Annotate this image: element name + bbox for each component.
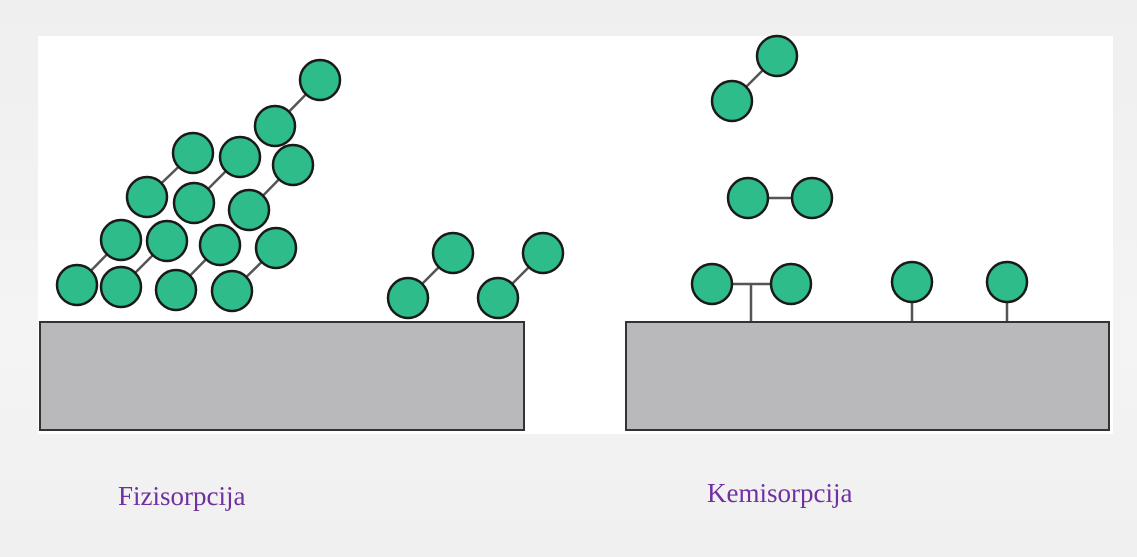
atom: [254, 226, 298, 270]
atom: [218, 135, 262, 179]
atom: [386, 276, 430, 320]
atom: [431, 231, 475, 275]
atom: [210, 269, 254, 313]
atom: [521, 231, 565, 275]
atom: [271, 143, 315, 187]
atom: [171, 131, 215, 175]
physisorption-surface: [39, 321, 525, 431]
atom: [690, 262, 734, 306]
atom: [172, 181, 216, 225]
chemisorption-caption: Kemisorpcija: [707, 478, 853, 508]
atom: [227, 188, 271, 232]
surfaces-layer: [39, 321, 1110, 431]
atom: [125, 175, 169, 219]
chemisorption-surface: [625, 321, 1110, 431]
atom: [890, 260, 934, 304]
atom: [154, 268, 198, 312]
atom: [145, 219, 189, 263]
atom: [253, 104, 297, 148]
atom: [476, 276, 520, 320]
atom: [769, 262, 813, 306]
physisorption-caption: Fizisorpcija: [118, 481, 246, 511]
atom: [710, 79, 754, 123]
atom: [99, 218, 143, 262]
atom: [790, 176, 834, 220]
atom: [55, 263, 99, 307]
atom: [99, 265, 143, 309]
atom: [726, 176, 770, 220]
atoms-layer: [55, 34, 1029, 320]
atom: [198, 223, 242, 267]
atom: [985, 260, 1029, 304]
atom: [298, 58, 342, 102]
atom: [755, 34, 799, 78]
